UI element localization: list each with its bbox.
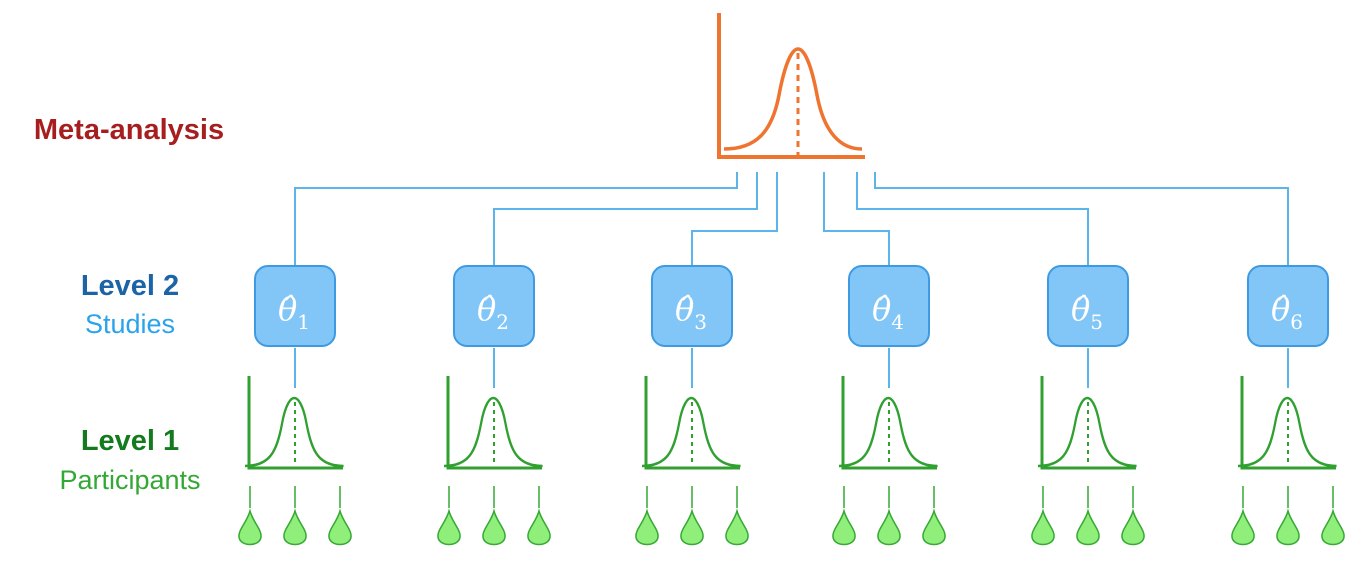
participant-icon: [1276, 508, 1300, 546]
study-estimate-1: θ̂1: [278, 290, 310, 334]
participant-distribution-axes: [1040, 376, 1136, 470]
meta-to-study-connectors: [294, 172, 1289, 265]
study-subscript: 5: [1090, 310, 1103, 334]
study-box-6: [1247, 265, 1329, 347]
connector-study-6: [874, 172, 1289, 265]
participant-icon: [877, 508, 901, 546]
study-estimate-2: θ̂2: [477, 290, 509, 334]
participant-icon: [832, 508, 856, 546]
study-column-2: θ̂2: [437, 265, 551, 546]
connector-study-2: [493, 172, 758, 265]
participant-distribution-axes: [644, 376, 740, 470]
study-column-4: θ̂4: [832, 265, 946, 546]
level-1-title: Level 1: [80, 425, 180, 457]
study-subscript: 4: [891, 310, 904, 334]
theta-hat-symbol: θ̂: [872, 290, 891, 328]
study-subscript: 1: [297, 310, 310, 334]
participant-distribution-axes: [247, 376, 343, 470]
participant-bell-curve: [243, 396, 345, 468]
study-box-4: [848, 265, 930, 347]
study-estimate-5: θ̂5: [1071, 290, 1103, 334]
participant-icon: [635, 508, 659, 546]
participant-bell-curve: [442, 396, 544, 468]
theta-hat-symbol: θ̂: [1271, 290, 1290, 328]
participant-icon: [238, 508, 262, 546]
participant-bell-curve: [837, 396, 939, 468]
study-box-3: [651, 265, 733, 347]
participant-bell-curve: [640, 396, 742, 468]
participant-icon: [283, 508, 307, 546]
study-estimate-4: θ̂4: [872, 290, 904, 334]
study-subscript: 3: [694, 310, 707, 334]
study-box-2: [453, 265, 535, 347]
study-box-1: [254, 265, 336, 347]
participant-icon: [1231, 508, 1255, 546]
study-column-1: θ̂1: [238, 265, 352, 546]
participant-icon: [1076, 508, 1100, 546]
study-estimate-6: θ̂6: [1271, 290, 1303, 334]
study-column-6: θ̂6: [1231, 265, 1345, 546]
meta-analysis-distribution: [717, 13, 865, 159]
participant-icon: [437, 508, 461, 546]
connector-study-4: [823, 172, 890, 265]
participant-icon: [680, 508, 704, 546]
level-2-title: Level 2: [80, 270, 180, 302]
participant-icon: [725, 508, 749, 546]
participant-icon: [1321, 508, 1345, 546]
level-1-subtitle: Participants: [59, 465, 201, 495]
participant-icon: [1121, 508, 1145, 546]
connector-study-1: [294, 172, 738, 265]
study-column-3: θ̂3: [635, 265, 749, 546]
participant-icon: [1031, 508, 1055, 546]
participant-distribution-axes: [446, 376, 542, 470]
participant-icon: [328, 508, 352, 546]
meta-analysis-label: Meta-analysis: [33, 114, 225, 146]
connector-study-3: [691, 172, 778, 265]
study-subscript: 6: [1290, 310, 1303, 334]
theta-hat-symbol: θ̂: [675, 290, 694, 328]
participant-icon: [482, 508, 506, 546]
connector-study-5: [856, 172, 1089, 265]
participant-bell-curve: [1236, 396, 1338, 468]
meta-bell-curve: [723, 47, 863, 151]
theta-hat-symbol: θ̂: [1071, 290, 1090, 328]
study-column-5: θ̂5: [1031, 265, 1145, 546]
theta-hat-symbol: θ̂: [477, 290, 496, 328]
participant-bell-curve: [1036, 396, 1138, 468]
participant-distribution-axes: [841, 376, 937, 470]
participant-icon: [527, 508, 551, 546]
participant-distribution-axes: [1240, 376, 1336, 470]
study-estimate-3: θ̂3: [675, 290, 707, 334]
meta-axes: [717, 13, 865, 159]
study-box-5: [1047, 265, 1129, 347]
study-subscript: 2: [496, 310, 509, 334]
participant-icon: [922, 508, 946, 546]
theta-hat-symbol: θ̂: [278, 290, 297, 328]
level-2-subtitle: Studies: [84, 309, 176, 339]
